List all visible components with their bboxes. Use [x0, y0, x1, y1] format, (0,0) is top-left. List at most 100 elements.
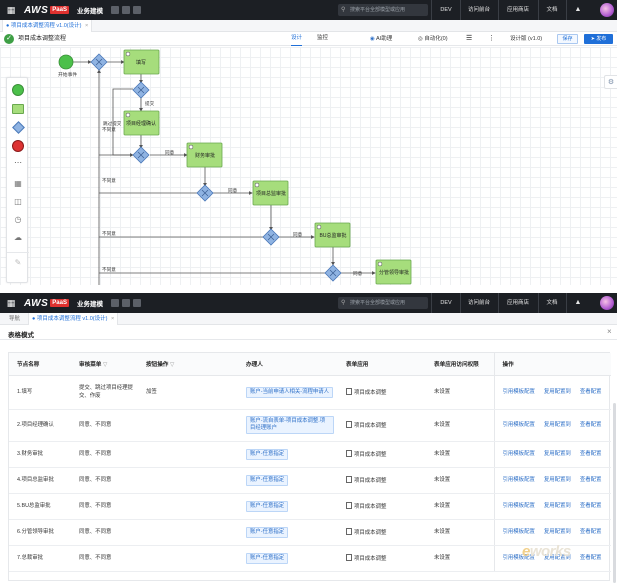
- tab-monitor[interactable]: 监控: [317, 35, 329, 41]
- avatar[interactable]: [600, 3, 614, 17]
- end-event-tool[interactable]: [7, 140, 29, 152]
- tab-process-design[interactable]: ● 项目成本调整流程 v1.0(设计) ×: [2, 20, 93, 32]
- template-config-link[interactable]: 引用模板配置: [502, 422, 535, 428]
- copy-config-link[interactable]: 复用配置到: [543, 422, 571, 428]
- template-config-link[interactable]: 引用模板配置: [502, 389, 535, 395]
- table-row[interactable]: 2.项目经理确认 同意、不同意 账户-流自表单-项目成本调整.项目经理账户 项目…: [9, 409, 611, 442]
- handler-tag[interactable]: 账户-当前申请人相关-流程申请人: [246, 386, 334, 398]
- template-config-link[interactable]: 引用模板配置: [502, 477, 535, 483]
- table-row[interactable]: 6.分管领导审批 同意、不同意 账户-任意指定 项目成本调整 未设置 引用模板配…: [9, 519, 611, 546]
- process-canvas[interactable]: 开始事件: [0, 47, 617, 285]
- start-event[interactable]: [58, 54, 74, 70]
- toolbar-square-icon[interactable]: [110, 6, 119, 14]
- automation-button[interactable]: ◎ 自动化(0): [418, 33, 448, 45]
- view-config-link[interactable]: 查看配置: [579, 555, 602, 561]
- column-header[interactable]: 按钮操作 ▽: [138, 353, 238, 376]
- document-icon[interactable]: ◫: [14, 197, 22, 206]
- task-finance[interactable]: [186, 142, 223, 168]
- global-search-input[interactable]: ⚲搜索平台全部模型或应用: [338, 4, 428, 16]
- bell-icon[interactable]: ▲: [574, 299, 582, 306]
- form-app[interactable]: 项目成本调整: [346, 423, 386, 429]
- tab-process-design[interactable]: ● 项目成本调整流程 v1.0(设计) ×: [28, 313, 119, 325]
- handler-tag[interactable]: 账户-任意指定: [246, 500, 289, 512]
- bpmn-diagram[interactable]: 开始事件: [0, 47, 617, 285]
- template-config-link[interactable]: 引用模板配置: [502, 555, 535, 561]
- table-row[interactable]: 3.财务审批 同意、不同意 账户-任意指定 项目成本调整 未设置 引用模板配置复…: [9, 441, 611, 468]
- tab-navigation[interactable]: 导航: [9, 316, 21, 322]
- aws-paas-logo[interactable]: AWS PaaS: [24, 5, 69, 16]
- copy-config-link[interactable]: 复用配置到: [543, 451, 571, 457]
- view-config-link[interactable]: 查看配置: [579, 389, 602, 395]
- table-row[interactable]: 1.填写 提交、跳过项目经理提交、作废 加签 账户-当前申请人相关-流程申请人 …: [9, 375, 611, 410]
- toolbar-square-icon[interactable]: [121, 6, 130, 14]
- aws-paas-logo[interactable]: AWS PaaS: [24, 298, 69, 309]
- gateway-tool[interactable]: [7, 121, 29, 134]
- more-vertical-icon[interactable]: ⋮: [488, 35, 495, 42]
- view-config-link[interactable]: 查看配置: [579, 451, 602, 457]
- tab-design[interactable]: 设计: [291, 32, 303, 46]
- save-button[interactable]: 保存: [557, 34, 578, 44]
- more-tools-icon[interactable]: ⋯: [14, 158, 22, 167]
- handler-tag[interactable]: 账户-任意指定: [246, 552, 289, 564]
- view-config-link[interactable]: 查看配置: [579, 503, 602, 509]
- apps-grid-icon[interactable]: ▦: [6, 297, 16, 308]
- avatar[interactable]: [600, 296, 614, 310]
- table-scrollbar[interactable]: [613, 403, 616, 583]
- pencil-icon[interactable]: ✎: [14, 258, 22, 267]
- table-row[interactable]: 5.BU总监审批 同意、不同意 账户-任意指定 项目成本调整 未设置 引用模板配…: [9, 493, 611, 520]
- copy-config-link[interactable]: 复用配置到: [543, 503, 571, 509]
- close-icon[interactable]: ×: [110, 316, 115, 322]
- table-icon[interactable]: ▦: [14, 179, 22, 188]
- bell-icon[interactable]: ▲: [574, 6, 582, 13]
- form-app[interactable]: 项目成本调整: [346, 556, 386, 562]
- docs-link[interactable]: 文档: [546, 300, 558, 306]
- copy-config-link[interactable]: 复用配置到: [543, 477, 571, 483]
- toolbar-square-icon[interactable]: [121, 299, 130, 307]
- template-config-link[interactable]: 引用模板配置: [502, 451, 535, 457]
- task-bu-director[interactable]: [314, 222, 351, 248]
- env-label[interactable]: DEV: [440, 7, 452, 13]
- visit-frontend-link[interactable]: 访问前台: [467, 7, 490, 13]
- docs-link[interactable]: 文档: [546, 7, 558, 13]
- template-config-link[interactable]: 引用模板配置: [502, 503, 535, 509]
- toolbar-square-icon[interactable]: [110, 299, 119, 307]
- publish-button[interactable]: ➤ 发布: [584, 34, 613, 44]
- column-header[interactable]: 审核菜单 ▽: [71, 353, 138, 376]
- copy-config-link[interactable]: 复用配置到: [543, 529, 571, 535]
- task-project-director[interactable]: [252, 180, 289, 206]
- global-search-input[interactable]: ⚲搜索平台全部模型或应用: [338, 297, 428, 309]
- form-app[interactable]: 项目成本调整: [346, 478, 386, 484]
- view-config-link[interactable]: 查看配置: [579, 529, 602, 535]
- env-label[interactable]: DEV: [440, 300, 452, 306]
- view-config-link[interactable]: 查看配置: [579, 422, 602, 428]
- clock-icon[interactable]: ◷: [14, 215, 22, 224]
- visit-frontend-link[interactable]: 访问前台: [467, 300, 490, 306]
- template-config-link[interactable]: 引用模板配置: [502, 529, 535, 535]
- copy-config-link[interactable]: 复用配置到: [543, 555, 571, 561]
- close-icon[interactable]: ×: [84, 23, 89, 29]
- table-row[interactable]: 7.总裁审批 同意、不同意 账户-任意指定 项目成本调整 未设置 引用模板配置复…: [9, 545, 611, 572]
- handler-tag[interactable]: 账户-任意指定: [246, 526, 289, 538]
- copy-config-link[interactable]: 复用配置到: [543, 389, 571, 395]
- task-tool[interactable]: [7, 104, 29, 114]
- start-event-tool[interactable]: [7, 84, 29, 96]
- cloud-icon[interactable]: ☁: [14, 233, 22, 242]
- app-store-link[interactable]: 应用商店: [506, 300, 529, 306]
- form-app[interactable]: 项目成本调整: [346, 452, 386, 458]
- form-app[interactable]: 项目成本调整: [346, 504, 386, 510]
- handler-tag[interactable]: 账户-任意指定: [246, 474, 289, 486]
- handler-tag[interactable]: 账户-任意指定: [246, 448, 289, 460]
- close-icon[interactable]: ×: [607, 327, 612, 336]
- toolbar-square-icon[interactable]: [132, 299, 141, 307]
- table-row[interactable]: 4.项目总监审批 同意、不同意 账户-任意指定 项目成本调整 未设置 引用模板配…: [9, 467, 611, 494]
- view-config-link[interactable]: 查看配置: [579, 477, 602, 483]
- app-store-link[interactable]: 应用商店: [506, 7, 529, 13]
- handler-tag[interactable]: 账户-流自表单-项目成本调整.项目经理账户: [246, 416, 334, 434]
- ai-assistant-button[interactable]: ◉ AI助理: [370, 33, 392, 45]
- filter-icon[interactable]: ▽: [102, 361, 108, 368]
- form-app[interactable]: 项目成本调整: [346, 390, 386, 396]
- task-fill[interactable]: [123, 49, 160, 75]
- toolbar-square-icon[interactable]: [132, 6, 141, 14]
- apps-grid-icon[interactable]: ▦: [6, 4, 16, 15]
- settings-gear-icon[interactable]: ⚙: [604, 75, 617, 89]
